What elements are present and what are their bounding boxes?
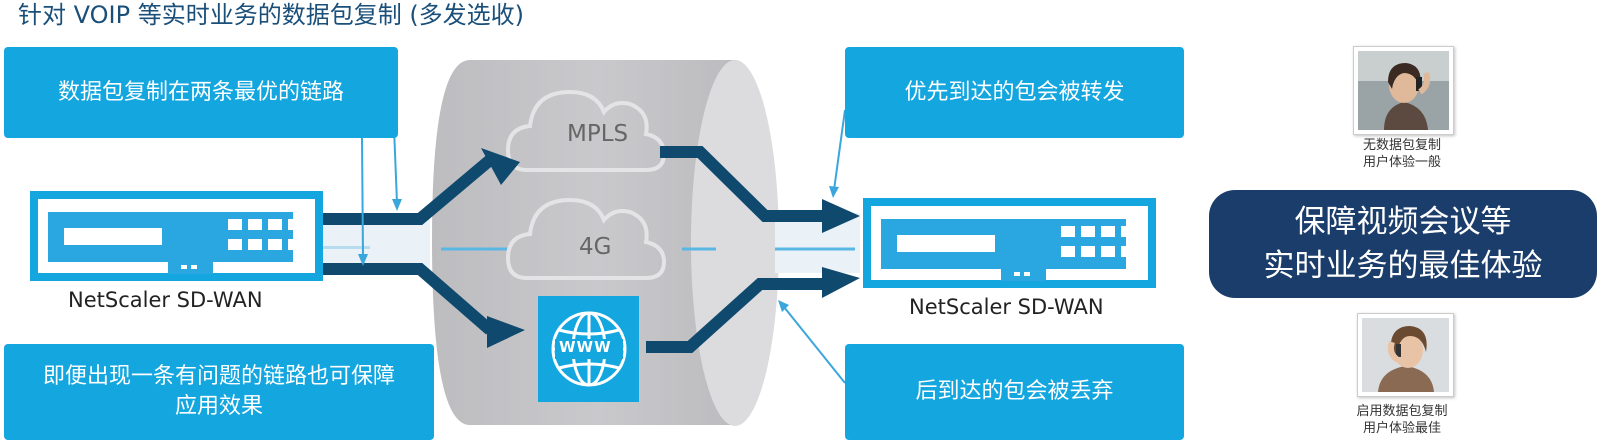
pointer-line-2 — [393, 127, 398, 204]
result-banner: 保障视频会议等 实时业务的最佳体验 — [1209, 190, 1597, 298]
caption-without-duplication: 无数据包复制 用户体验一般 — [1362, 138, 1441, 170]
pointer-line-4 — [783, 306, 846, 384]
pointer-head-2 — [392, 199, 402, 211]
callout-line: 即便出现一条有问题的链路也可保障 — [42, 364, 395, 389]
cloud-icon — [505, 197, 667, 280]
arrowhead-left-lower — [487, 316, 525, 348]
pale-line-left — [320, 246, 370, 249]
callout-late-dropped: 后到达的包会被丢弃 — [845, 344, 1184, 440]
device-label-right: NetScaler SD-WAN — [909, 295, 1104, 319]
pointer-line-1 — [361, 137, 364, 259]
arrow-right-upper — [660, 146, 822, 222]
callout-link-resilience: 即便出现一条有问题的链路也可保障 应用效果 — [4, 344, 434, 440]
globe-icon — [551, 311, 627, 387]
www-label: WWW — [559, 338, 612, 356]
callout-line: 应用效果 — [174, 394, 263, 419]
pointer-head-1 — [358, 254, 368, 266]
arrowhead-right-lower — [822, 267, 860, 298]
pointer-line-3 — [833, 109, 846, 191]
appliance-icon — [30, 191, 323, 281]
person-photo — [1353, 46, 1454, 135]
arrow-right-lower — [646, 278, 822, 353]
www-label-bg — [555, 339, 623, 359]
device-label-left: NetScaler SD-WAN — [68, 288, 263, 312]
arrowhead-left-upper — [481, 148, 520, 185]
guide-band-right — [775, 213, 860, 273]
arrowhead-right-upper — [822, 199, 860, 233]
arrow-left-upper — [320, 155, 494, 225]
callout-packet-duplication: 数据包复制在两条最优的链路 — [4, 47, 398, 138]
callout-first-forwarded: 优先到达的包会被转发 — [845, 47, 1184, 138]
result-line: 实时业务的最佳体验 — [1263, 248, 1543, 284]
pointer-head-4 — [778, 300, 789, 312]
diagram-title: 针对 VOIP 等实时业务的数据包复制 (多发选收) — [18, 1, 525, 29]
result-line: 保障视频会议等 — [1294, 204, 1512, 240]
mpls-label: MPLS — [567, 121, 629, 147]
person-photo — [1357, 313, 1454, 397]
tunnel-end — [691, 60, 779, 426]
appliance-icon — [863, 198, 1156, 288]
pointer-head-3 — [829, 186, 839, 198]
arrow-left-lower — [320, 263, 494, 335]
lte-label: 4G — [579, 234, 612, 260]
caption-with-duplication: 启用数据包复制 用户体验最佳 — [1356, 404, 1448, 436]
